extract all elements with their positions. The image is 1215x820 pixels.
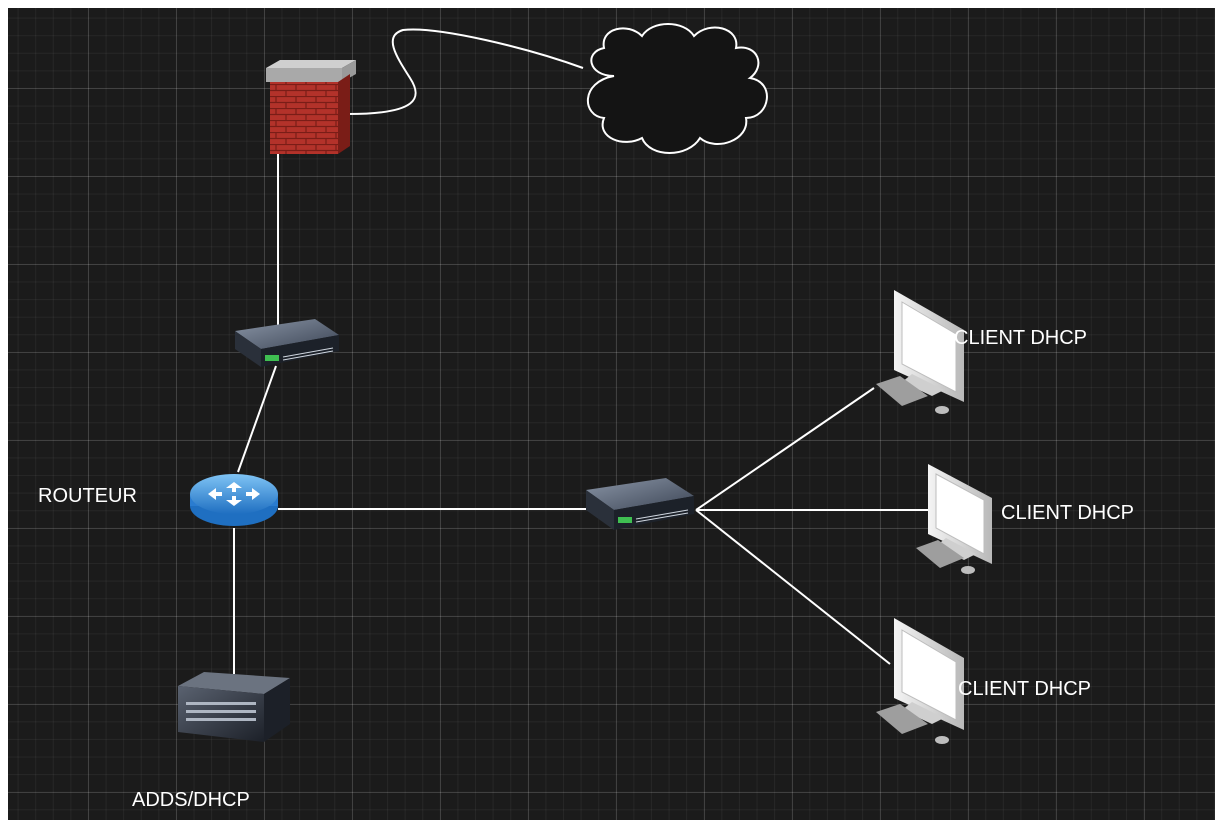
server-label: ADDS/DHCP bbox=[132, 789, 250, 811]
desktop-computer-icon[interactable] bbox=[876, 618, 964, 744]
switch-client-1-link[interactable] bbox=[695, 387, 875, 511]
diagram-canvas[interactable]: ROUTEUR ADDS/DHCP CLIENT DHCP CLIENT DHC… bbox=[8, 8, 1215, 820]
router-icon[interactable] bbox=[190, 474, 278, 526]
firewall-icon[interactable] bbox=[266, 60, 356, 154]
switch-client-3-link[interactable] bbox=[695, 509, 891, 665]
server-icon[interactable] bbox=[178, 672, 290, 742]
client-3-label: CLIENT DHCP bbox=[958, 678, 1091, 700]
switch-icon[interactable] bbox=[235, 319, 339, 367]
switch-icon[interactable] bbox=[586, 478, 694, 530]
desktop-computer-icon[interactable] bbox=[876, 290, 964, 414]
cloud-icon[interactable] bbox=[587, 23, 768, 154]
connectors bbox=[233, 28, 929, 674]
client-2-label: CLIENT DHCP bbox=[1001, 502, 1134, 524]
client-1-label: CLIENT DHCP bbox=[954, 327, 1087, 349]
desktop-computer-icon[interactable] bbox=[916, 464, 992, 574]
router-label: ROUTEUR bbox=[38, 485, 137, 507]
firewall-cloud-link[interactable] bbox=[347, 28, 584, 115]
switch-router-link[interactable] bbox=[237, 365, 277, 473]
network-diagram bbox=[178, 23, 992, 744]
